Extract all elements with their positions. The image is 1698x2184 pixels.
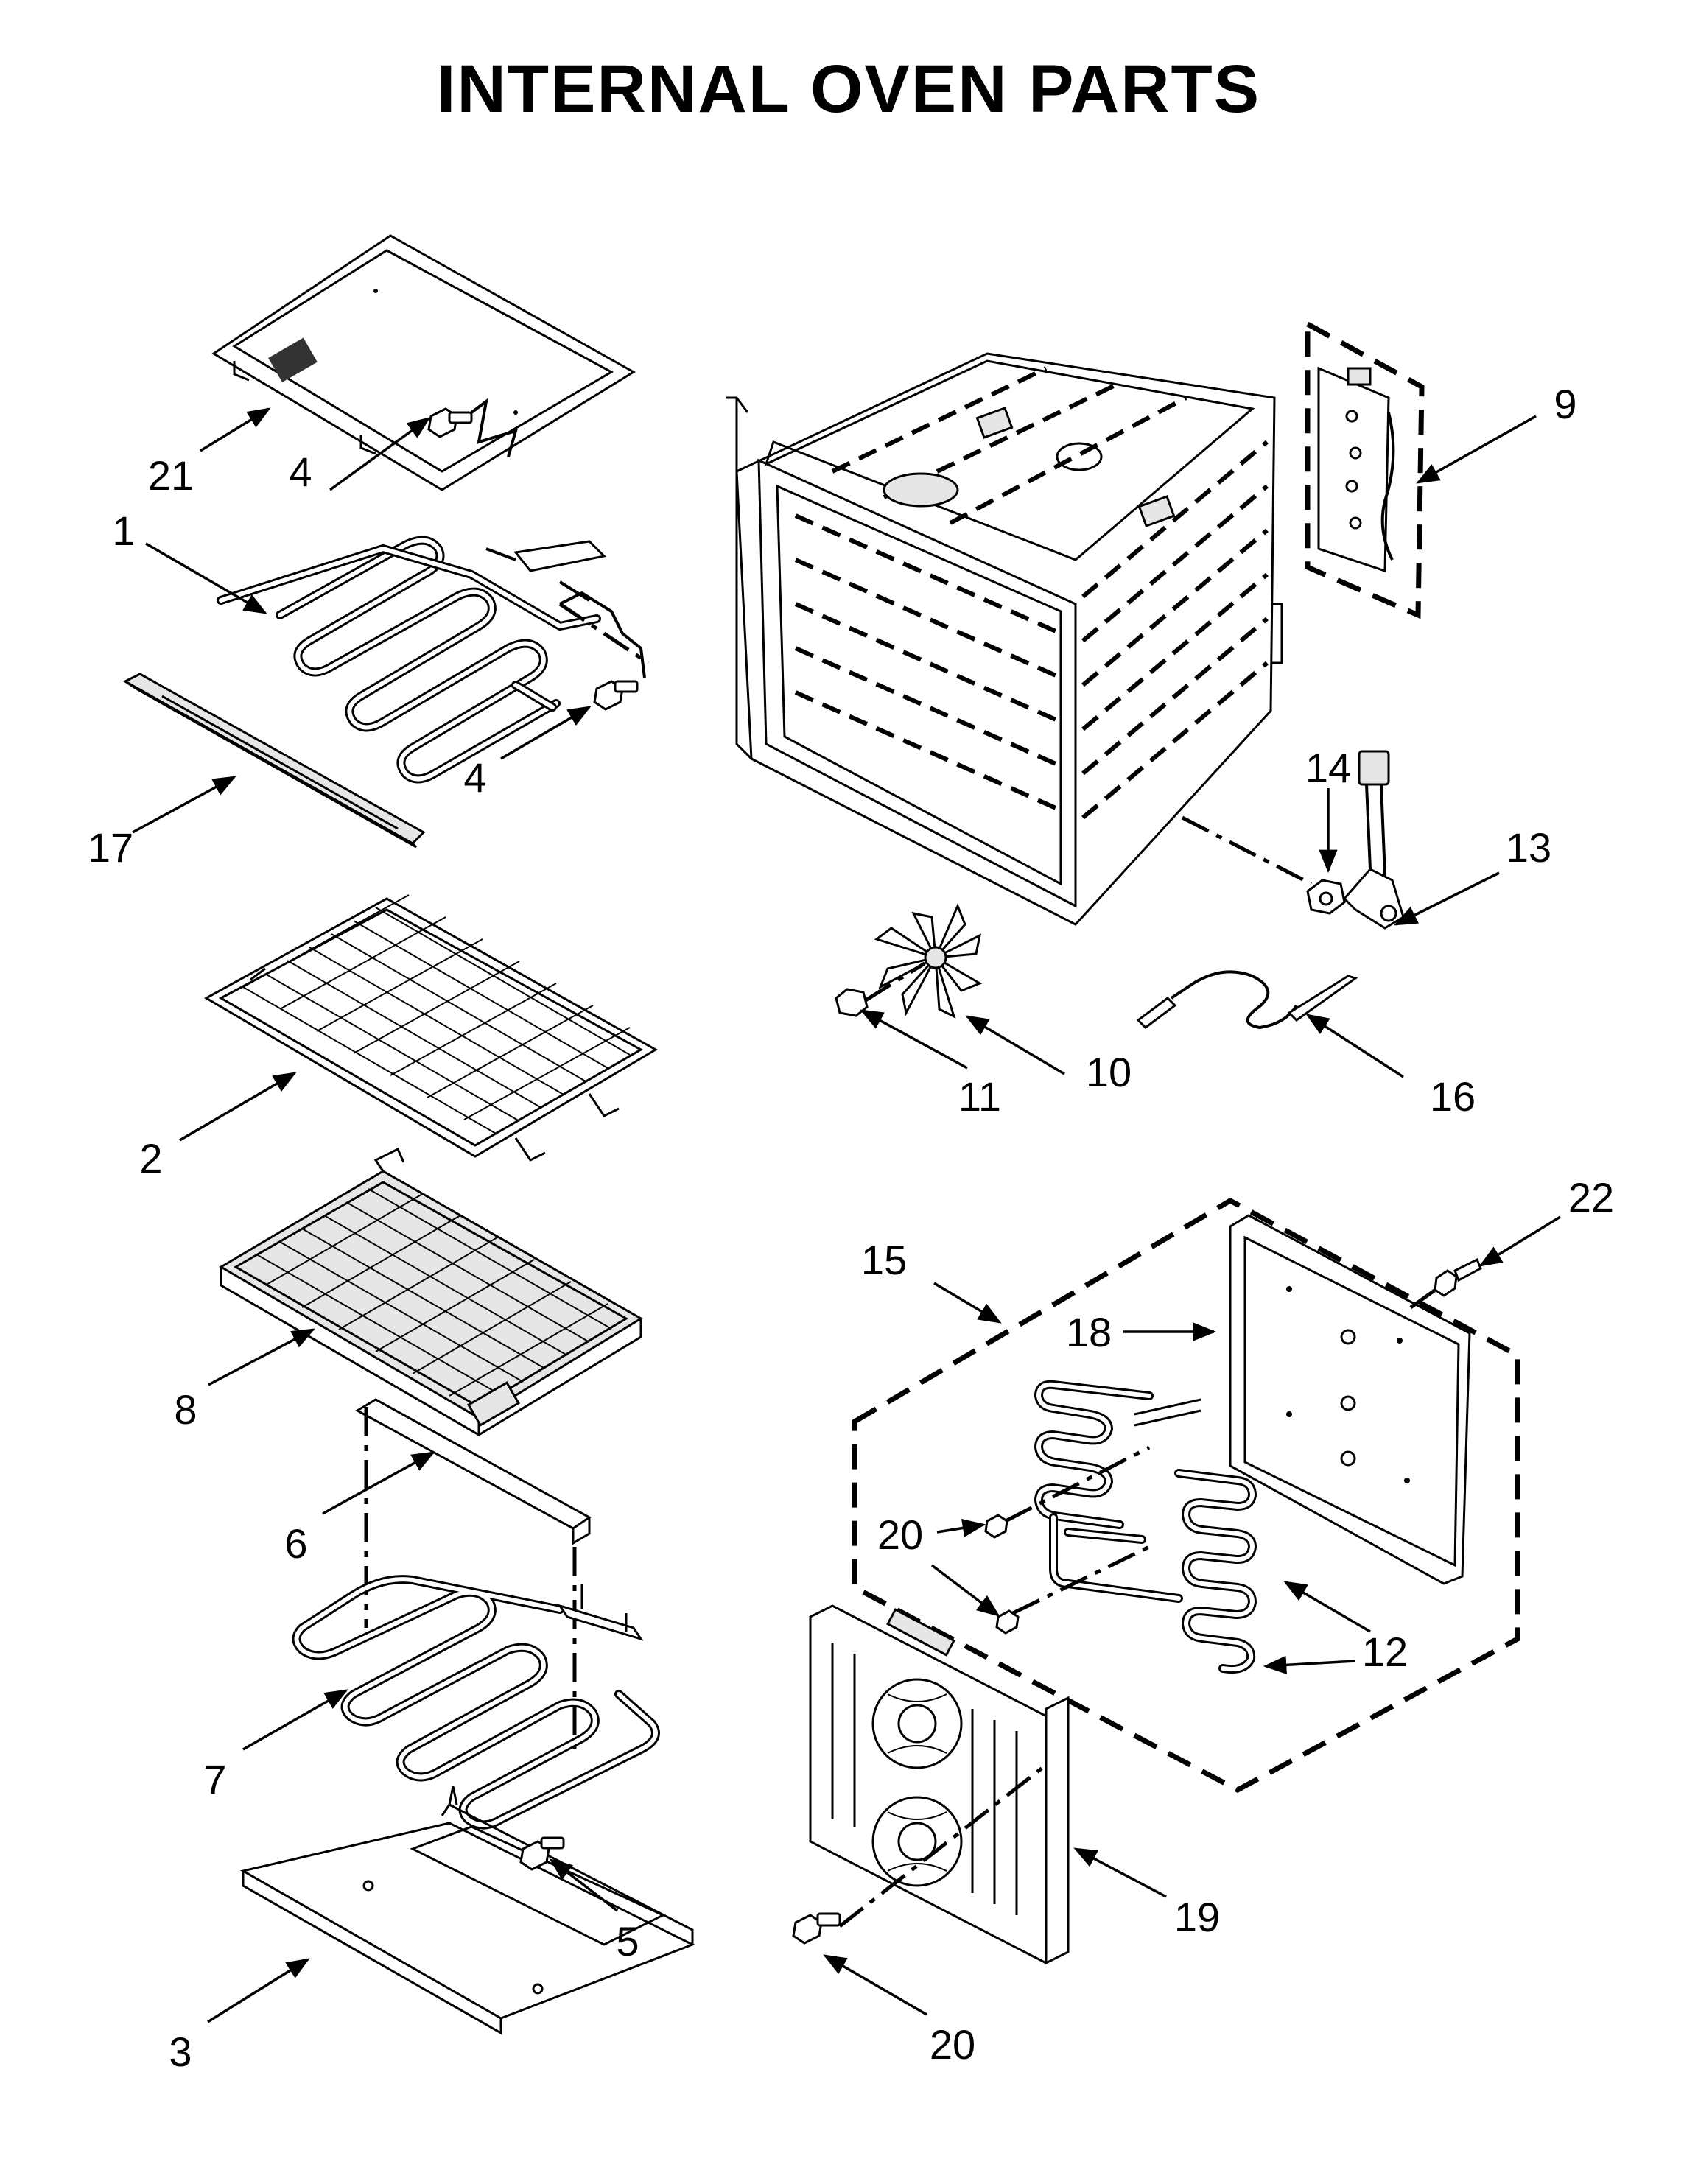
callout-2: 2 <box>139 1135 162 1181</box>
oven-cavity <box>726 352 1283 926</box>
leader-22 <box>1478 1215 1561 1267</box>
leader-6 <box>322 1451 435 1515</box>
callout-8: 8 <box>174 1386 197 1433</box>
leader-5 <box>549 1858 619 1912</box>
callout-12: 12 <box>1362 1629 1408 1675</box>
callout-7: 7 <box>203 1756 226 1802</box>
element-dash-lines <box>1004 1445 1151 1615</box>
callout-5: 5 <box>616 1918 639 1964</box>
callout-10: 10 <box>1086 1049 1132 1095</box>
callout-4-upper: 4 <box>289 449 312 495</box>
shroud-dash-line <box>838 1766 1044 1928</box>
part-16-meat-probe <box>1136 970 1358 1030</box>
callout-20-lower: 20 <box>930 2021 975 2068</box>
part-12-convection-element-upper <box>1034 1380 1201 1529</box>
leader-7 <box>242 1689 348 1751</box>
leader-12-upper <box>1283 1581 1371 1633</box>
part-10-fan-blade <box>874 903 983 1019</box>
leader-17 <box>132 776 236 834</box>
leader-lines <box>132 407 1561 2023</box>
part-3-bottom-panel <box>239 1786 695 2035</box>
callout-16: 16 <box>1430 1073 1476 1120</box>
callout-6: 6 <box>284 1520 307 1567</box>
callout-3: 3 <box>169 2029 192 2075</box>
screw-22-dash-line <box>1409 1287 1438 1310</box>
cavity-dash-line <box>1181 815 1313 886</box>
callout-1: 1 <box>112 508 135 554</box>
leader-13 <box>1394 871 1500 926</box>
leader-8 <box>208 1328 315 1386</box>
leader-19 <box>1073 1847 1167 1898</box>
part-20-screw-upper <box>984 1514 1008 1539</box>
callout-labels: 21 4 1 4 17 2 8 6 7 5 3 9 14 13 10 11 16… <box>88 381 1614 2075</box>
diagram-title: INTERNAL OVEN PARTS <box>437 52 1260 127</box>
part-4-screw-lower <box>593 680 639 711</box>
callout-13: 13 <box>1506 824 1551 871</box>
part-2-oven-rack <box>203 894 659 1162</box>
part-20-screw-middle <box>995 1609 1020 1635</box>
part-22-screw <box>1434 1257 1482 1297</box>
leader-16 <box>1305 1014 1404 1078</box>
leader-11 <box>860 1009 968 1070</box>
callout-21: 21 <box>148 452 194 499</box>
leader-20-upper <box>936 1519 986 1537</box>
leader-15 <box>933 1282 1002 1324</box>
fan-dash-line <box>864 961 926 1003</box>
part-14-nut <box>1306 879 1346 915</box>
leader-2 <box>179 1072 297 1142</box>
part-19-fan-shroud <box>809 1604 1070 1965</box>
leader-4-lower <box>500 706 592 760</box>
callout-17: 17 <box>88 824 133 871</box>
part-15-convection-kit-outline <box>852 1197 1520 1793</box>
leader-20-lower <box>823 1954 927 2016</box>
part-6-element-shield <box>354 1398 592 1545</box>
leader-20-middle <box>930 1564 1000 1617</box>
part-11-fan-nut <box>835 988 869 1017</box>
callout-9: 9 <box>1554 381 1576 427</box>
leader-1 <box>145 542 267 614</box>
part-21-top-panel <box>211 234 636 491</box>
broil-dash-line <box>558 602 650 665</box>
part-13-sensor <box>1342 750 1405 930</box>
part-7-bake-element <box>292 1575 660 1830</box>
part-9-bracket <box>1305 320 1425 619</box>
part-17-trim <box>122 673 426 849</box>
callout-19: 19 <box>1174 1894 1220 1940</box>
callout-14: 14 <box>1305 745 1351 791</box>
leader-10 <box>965 1015 1065 1075</box>
part-18-fan-cover-plate <box>1229 1214 1471 1585</box>
leader-21 <box>200 407 271 452</box>
part-5-screw <box>519 1836 565 1871</box>
callout-22: 22 <box>1568 1174 1614 1221</box>
part-1-broil-element <box>217 536 607 784</box>
callout-18: 18 <box>1066 1309 1112 1355</box>
callout-11: 11 <box>958 1073 1001 1120</box>
leader-3 <box>207 1958 310 2023</box>
part-12-convection-element-lower <box>1049 1469 1257 1674</box>
broil-wiring <box>470 398 646 678</box>
part-20-screw-lower <box>792 1912 841 1945</box>
leader-12-lower <box>1263 1655 1356 1674</box>
part-8-rollout-rack <box>219 1147 643 1437</box>
leader-9 <box>1416 415 1537 484</box>
callout-15: 15 <box>861 1237 907 1283</box>
callout-20-upper: 20 <box>877 1511 923 1558</box>
callout-4-lower: 4 <box>463 754 486 801</box>
leader-4-upper <box>329 417 431 491</box>
